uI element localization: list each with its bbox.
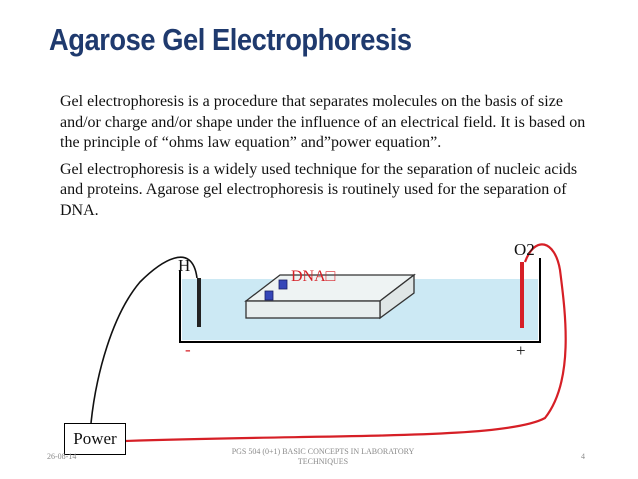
electrode-label-h: H — [178, 256, 191, 275]
gel-slab-front — [245, 300, 381, 319]
slide-body: Gel electrophoresis is a procedure that … — [60, 92, 600, 227]
gel-tank — [179, 258, 541, 343]
positive-terminal-label: + — [516, 341, 526, 360]
negative-terminal-label: - — [185, 340, 191, 359]
positive-wire — [124, 243, 567, 443]
gel-well — [278, 279, 288, 290]
footer-course: PGS 504 (0+1) BASIC CONCEPTS IN LABORATO… — [231, 447, 415, 466]
gel-well — [264, 290, 274, 301]
paragraph-2: Gel electrophoresis is a widely used tec… — [60, 160, 578, 219]
dna-label: DNA□ — [291, 268, 336, 285]
power-supply: Power — [64, 423, 126, 455]
negative-wire — [90, 256, 198, 424]
paragraph-1: Gel electrophoresis is a procedure that … — [60, 93, 586, 151]
footer-date: 26-08-14 — [47, 452, 77, 461]
slide-title: Agarose Gel Electrophoresis — [49, 22, 412, 57]
electrode-label-o2: O2 — [514, 240, 535, 259]
footer-page-number: 4 — [581, 452, 585, 461]
